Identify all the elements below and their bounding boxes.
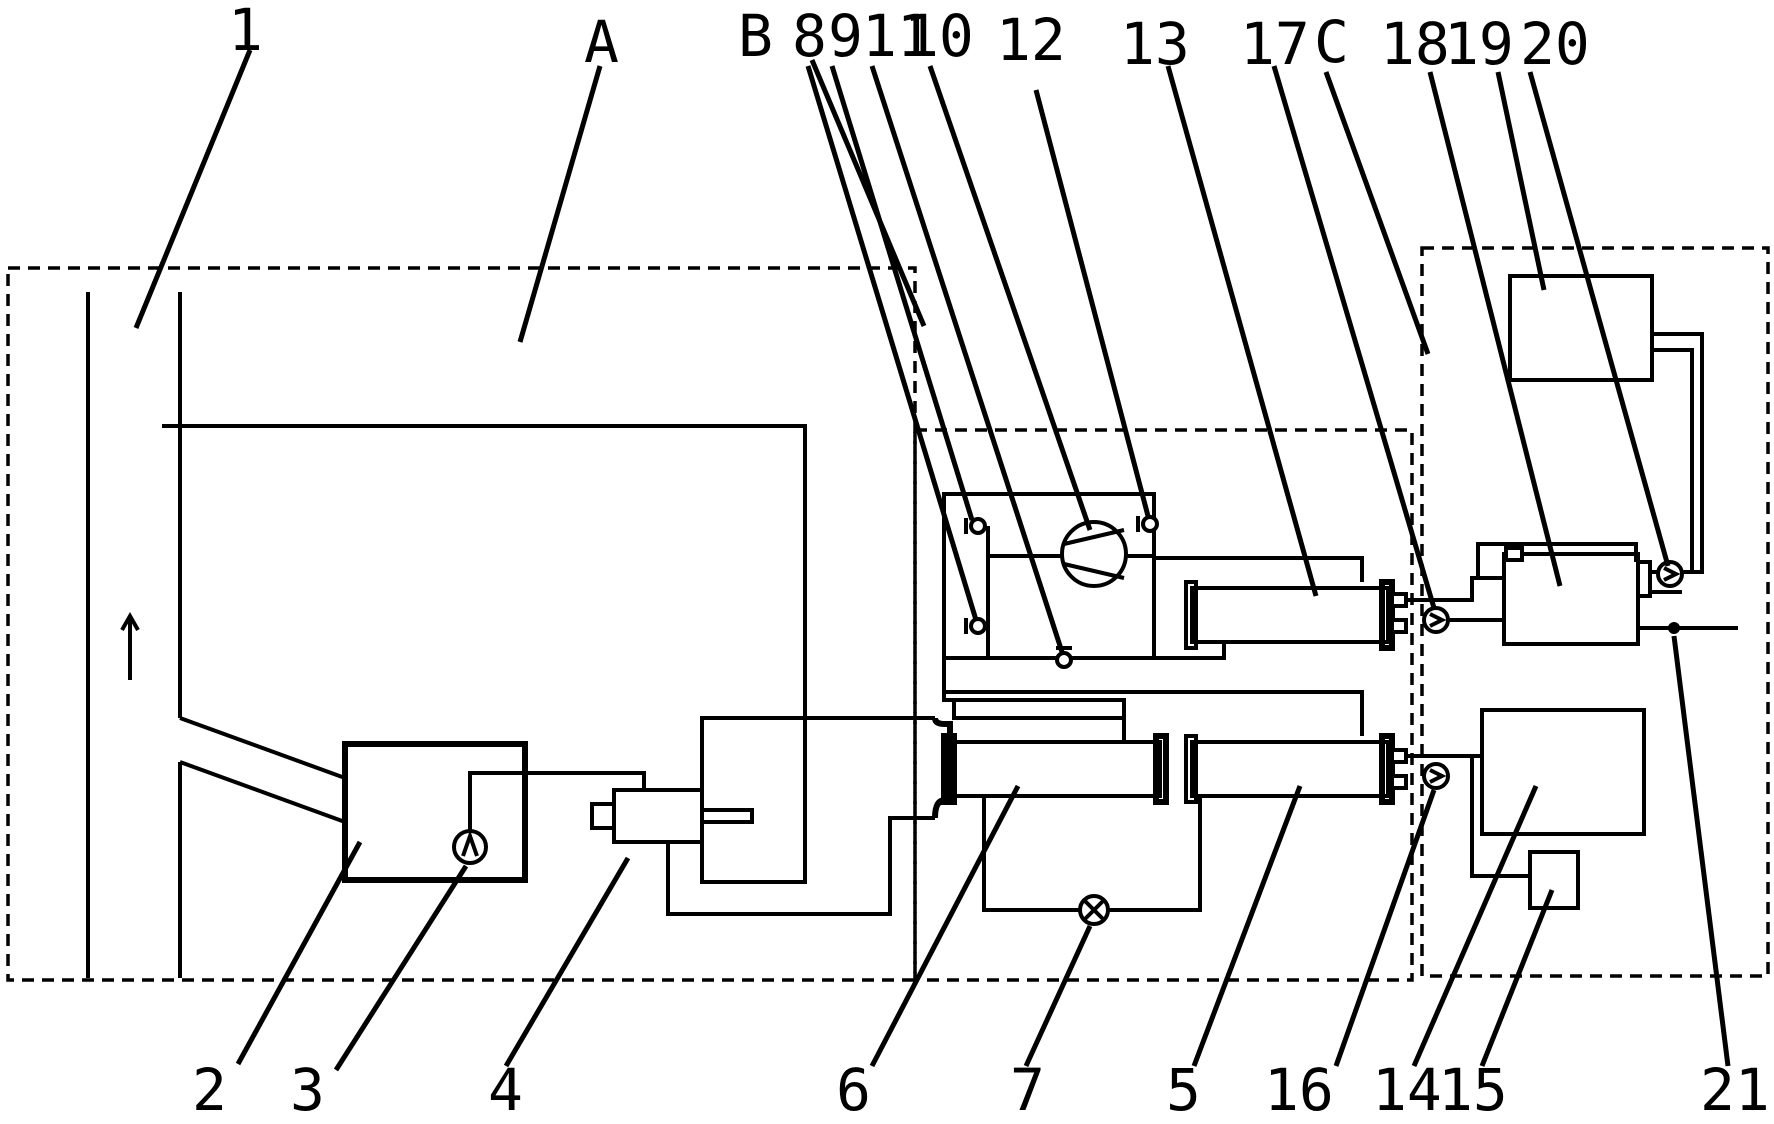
pipe-14-to-15	[1470, 756, 1530, 878]
label-11: 11	[862, 2, 932, 70]
pump-16-icon	[1422, 762, 1450, 790]
label-15: 15	[1438, 1056, 1508, 1124]
tank-18-top-pipe	[1476, 542, 1638, 580]
valve-8-icon	[964, 617, 987, 635]
label-17: 17	[1240, 10, 1310, 78]
leader-2	[235, 840, 363, 1066]
pump-3-symbol	[461, 829, 479, 857]
pipe-7-loop	[982, 796, 1202, 912]
pump-17-icon	[1422, 606, 1450, 634]
duct-channel	[86, 292, 346, 978]
tank-18-inlet	[1504, 546, 1524, 562]
leader-19	[1495, 71, 1547, 291]
component-4-body	[612, 788, 704, 844]
pump-17-pipe	[1406, 576, 1504, 602]
region-c-boundary	[1420, 246, 1770, 978]
circuit-b-to-5-pipe	[944, 690, 1364, 736]
circuit-b-left-pipe	[942, 628, 1126, 742]
label-14: 14	[1372, 1056, 1442, 1124]
leader-16	[1333, 789, 1437, 1067]
leader-17	[1271, 65, 1437, 609]
pump-20-icon	[1656, 560, 1684, 588]
leader-6	[869, 784, 1021, 1068]
leader-14	[1411, 785, 1539, 1067]
leader-5	[1191, 785, 1303, 1067]
leader-A	[517, 65, 603, 343]
compressor-11-symbol-a	[1063, 528, 1125, 546]
pipe-4-to-6-lower	[666, 816, 935, 916]
leader-12	[1033, 89, 1151, 517]
leader-8	[805, 65, 979, 621]
label-A: A	[584, 8, 619, 76]
leader-9	[829, 65, 975, 521]
leader-15	[1479, 889, 1555, 1067]
label-B: B	[738, 2, 773, 70]
compressor-11-symbol-b	[1063, 562, 1125, 580]
component-4-right-stem	[700, 808, 754, 824]
pipe-19-inner	[1652, 348, 1694, 570]
label-7: 7	[1010, 1056, 1045, 1124]
tank-18	[1502, 552, 1640, 646]
label-19: 19	[1444, 10, 1514, 78]
label-8: 8	[792, 2, 827, 70]
label-1: 1	[228, 0, 263, 64]
label-2: 2	[192, 1056, 227, 1124]
tank-18-outlet	[1636, 560, 1652, 598]
label-12: 12	[996, 6, 1066, 74]
pipe-4-to-6-upper	[700, 716, 935, 790]
leader-20	[1527, 71, 1671, 567]
region-b-boundary	[913, 428, 1414, 982]
label-C: C	[1314, 8, 1349, 76]
leader-4	[503, 856, 631, 1068]
leader-18	[1427, 71, 1563, 587]
label-10: 10	[904, 2, 974, 70]
label-6: 6	[836, 1056, 871, 1124]
label-21: 21	[1700, 1056, 1770, 1124]
leader-B	[809, 59, 927, 327]
tank	[342, 741, 528, 883]
circuit-b-return-pipe	[952, 700, 1122, 720]
pump-3-outlet-pipe	[468, 771, 646, 831]
flow-arrow-icon	[120, 611, 140, 680]
valve-9-icon	[964, 517, 987, 535]
leader-3	[333, 864, 469, 1072]
label-4: 4	[488, 1056, 523, 1124]
leader-13	[1165, 65, 1319, 597]
leader-21	[1671, 635, 1731, 1067]
component-4-left-cap	[590, 802, 616, 830]
label-20: 20	[1520, 10, 1590, 78]
label-16: 16	[1264, 1056, 1334, 1124]
heat-exchanger-13	[1184, 579, 1408, 651]
component-14	[1480, 708, 1646, 836]
leader-1	[133, 49, 253, 329]
label-18: 18	[1380, 10, 1450, 78]
leader-11	[869, 65, 1065, 653]
label-9: 9	[828, 2, 863, 70]
label-3: 3	[290, 1056, 325, 1124]
node-21-icon	[1668, 622, 1680, 634]
heat-exchanger-6	[932, 717, 1169, 819]
valve-12-icon	[1136, 515, 1159, 533]
box-19	[1508, 274, 1654, 382]
leader-C	[1323, 71, 1431, 355]
label-5: 5	[1166, 1056, 1201, 1124]
label-13: 13	[1120, 10, 1190, 78]
leader-10	[927, 65, 1093, 531]
compressor-11-icon	[1060, 520, 1128, 588]
leader-7	[1023, 924, 1093, 1068]
component-15	[1528, 850, 1580, 910]
